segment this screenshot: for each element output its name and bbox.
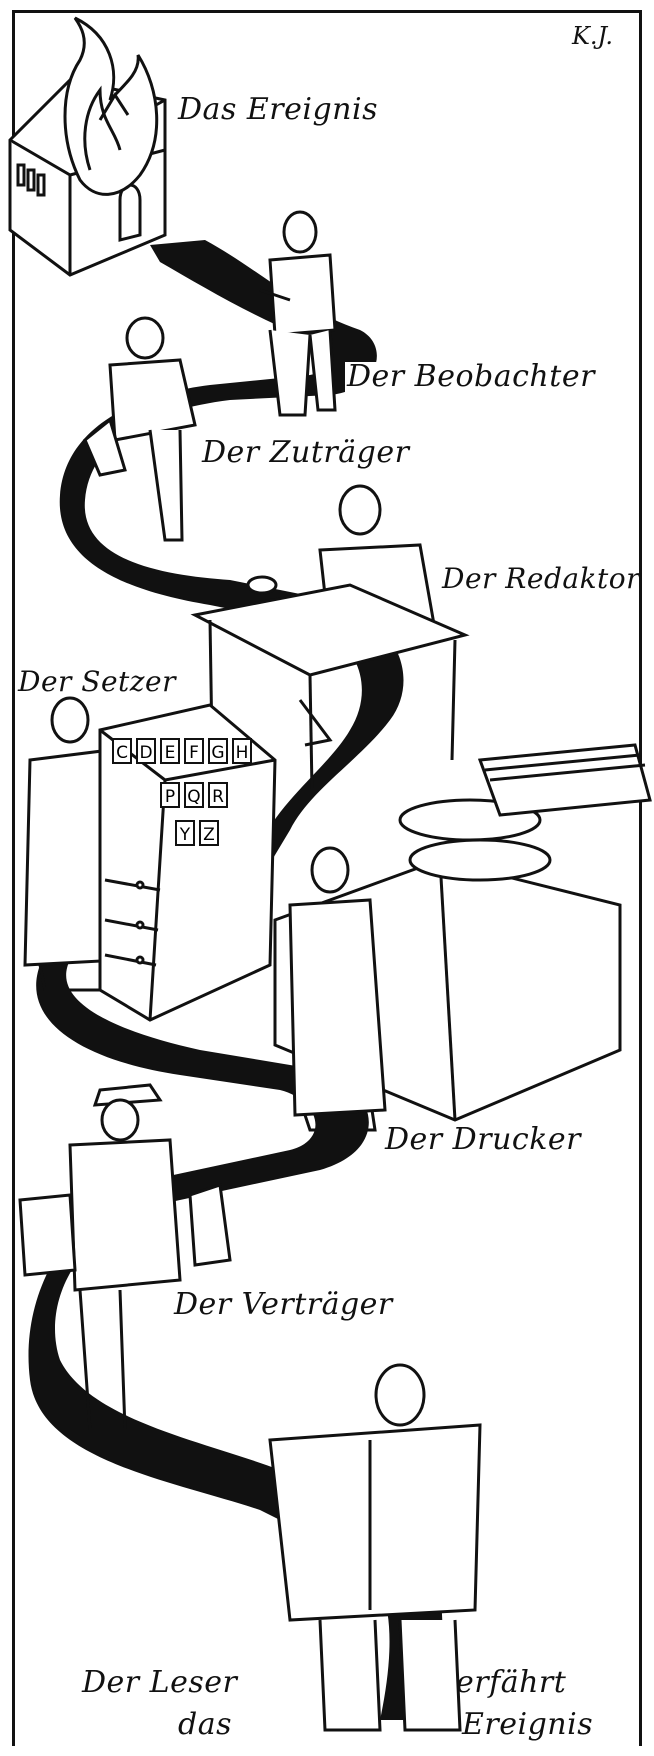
label-reader-right-2: Ereignis [462, 1710, 593, 1740]
type-case-letter: Q [184, 782, 204, 808]
type-case-letter: F [184, 738, 204, 764]
type-case-letter: H [232, 738, 252, 764]
type-case-letter: G [208, 738, 228, 764]
informant-figure [85, 318, 195, 540]
label-reader-right-1: erfährt [456, 1668, 566, 1698]
label-reader-left-1: Der Leser [82, 1668, 237, 1698]
label-reader-left-2: das [178, 1710, 232, 1740]
reader-figure [270, 1365, 480, 1730]
type-case-letter: Y [175, 820, 195, 846]
label-deliverer: Der Verträger [172, 1290, 395, 1320]
type-case-letter: E [160, 738, 180, 764]
flames [65, 18, 157, 194]
label-printer: Der Drucker [385, 1125, 581, 1155]
label-observer: Der Beobachter [345, 362, 597, 392]
label-informant: Der Zuträger [200, 438, 411, 468]
label-event: Das Ereignis [178, 95, 378, 125]
artist-signature: K.J. [572, 22, 613, 50]
label-typesetter: Der Setzer [18, 668, 176, 696]
type-case-letter: D [136, 738, 156, 764]
type-case-letter: Z [199, 820, 219, 846]
type-case-letter: C [112, 738, 132, 764]
label-editor: Der Redaktor [442, 565, 640, 593]
type-case-letter: P [160, 782, 180, 808]
type-case-letter: R [208, 782, 228, 808]
